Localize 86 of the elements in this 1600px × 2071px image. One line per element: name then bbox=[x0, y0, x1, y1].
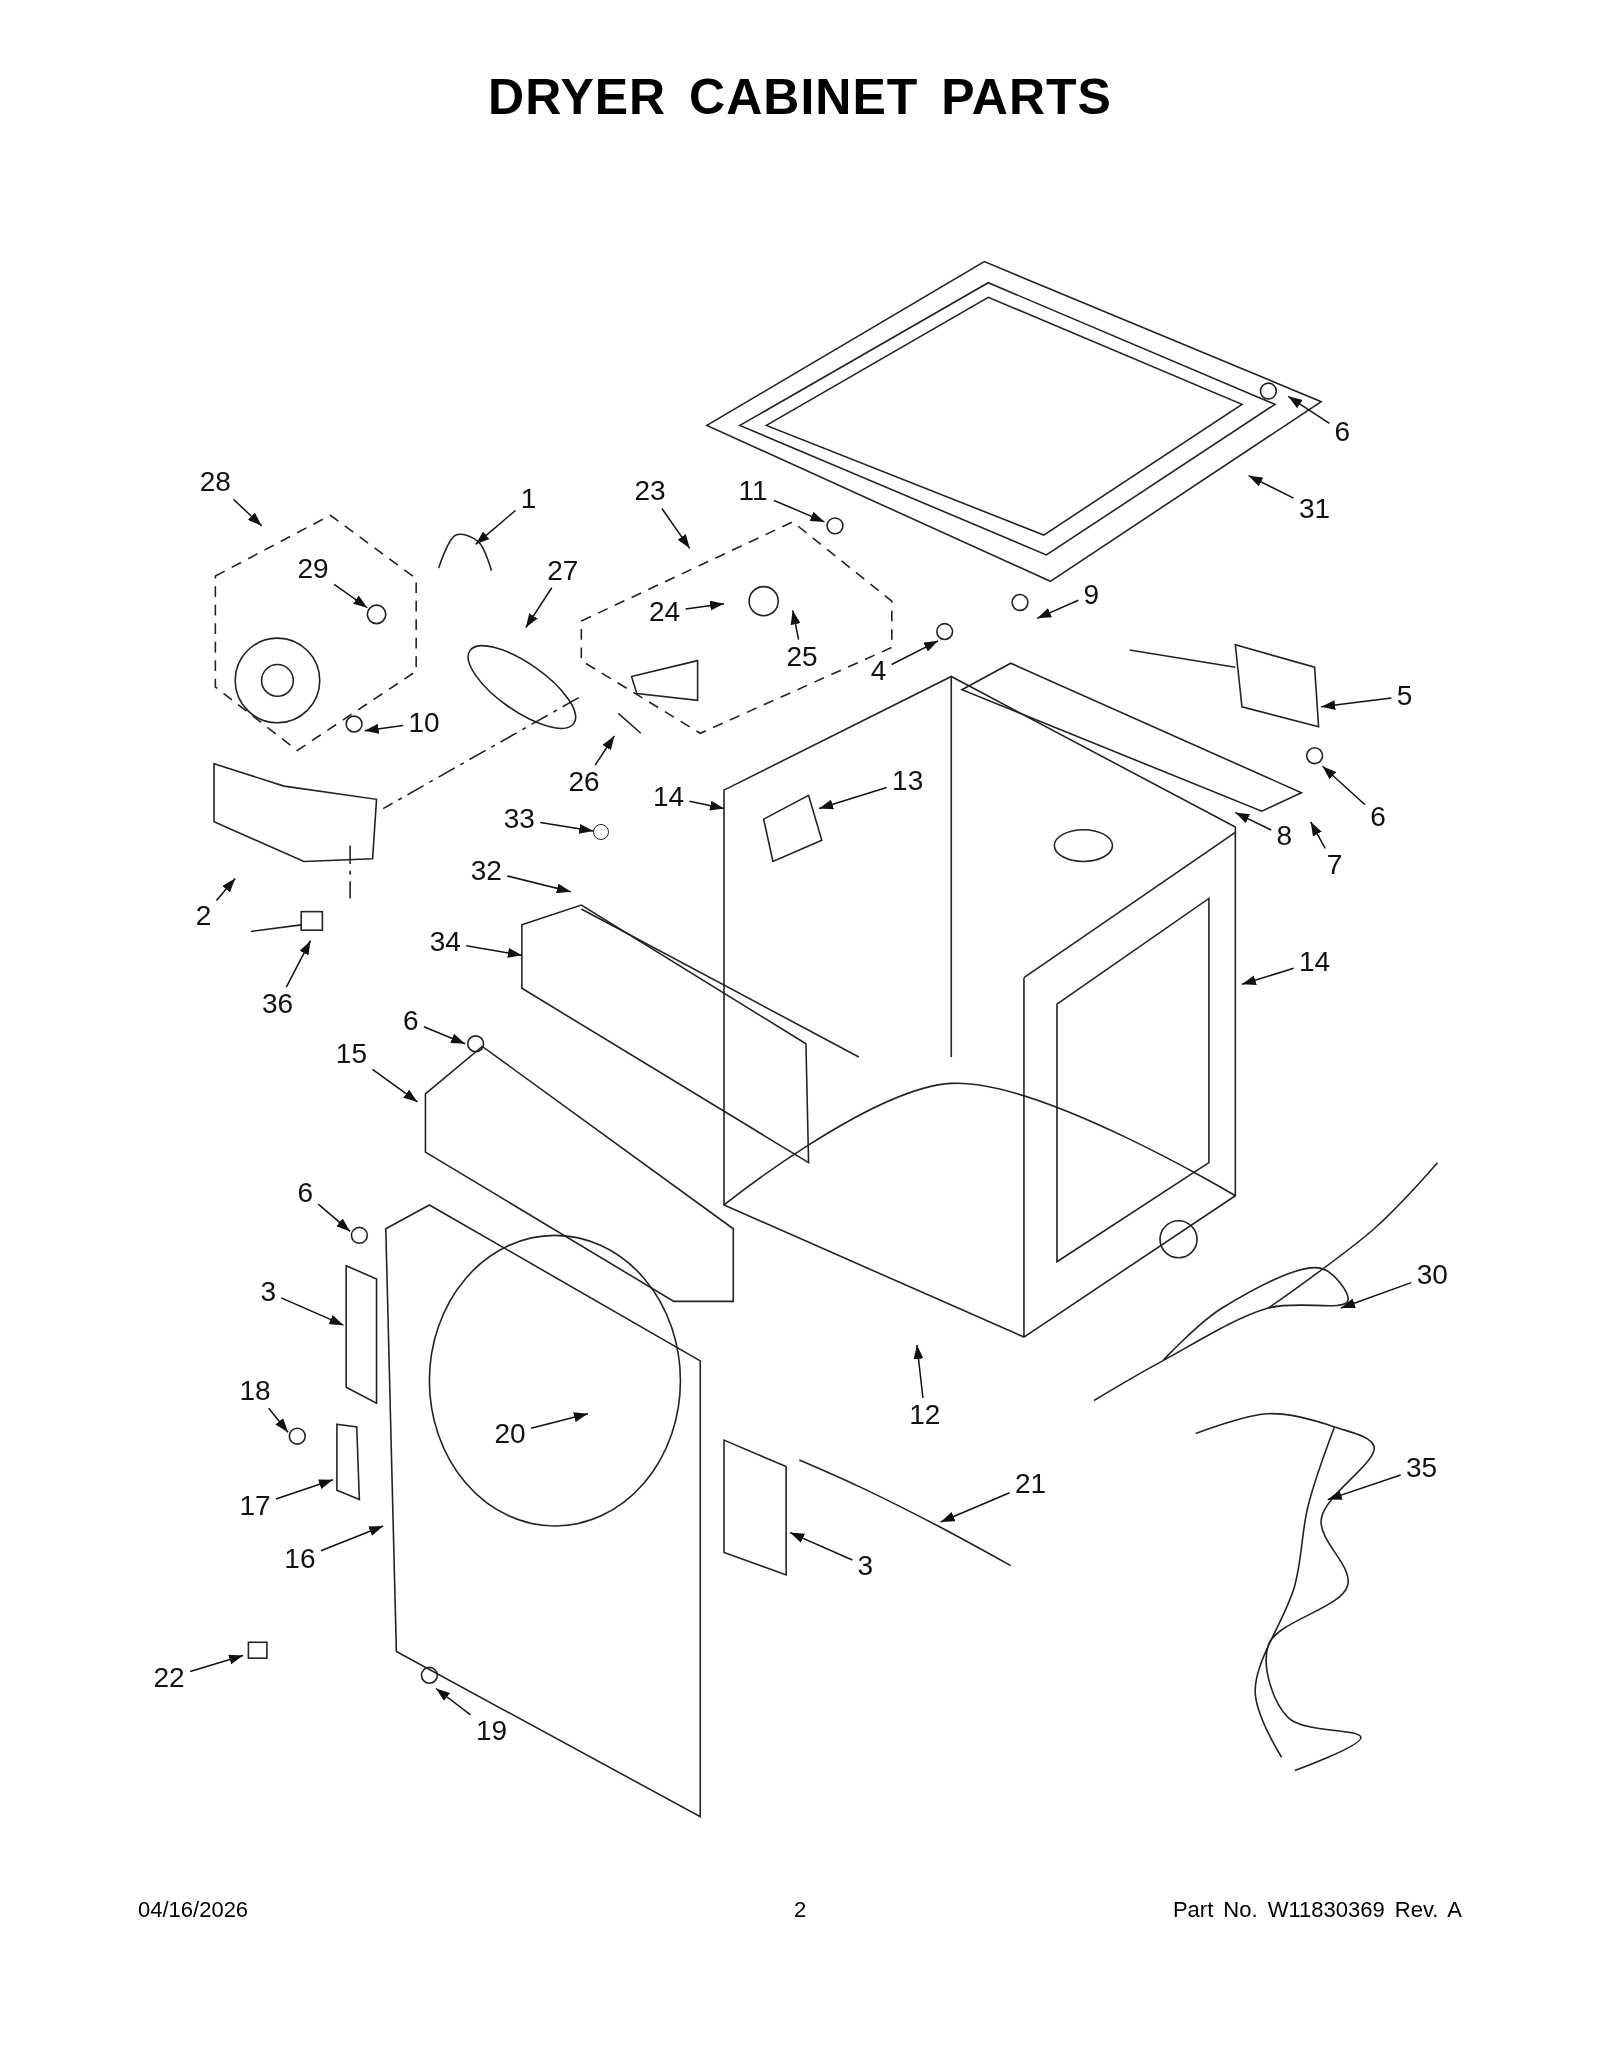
callout-number: 10 bbox=[405, 707, 444, 738]
callout-number: 16 bbox=[280, 1544, 319, 1575]
leader-line bbox=[371, 1068, 419, 1103]
callout-number: 27 bbox=[543, 555, 582, 586]
callout-number: 2 bbox=[192, 900, 215, 931]
callout-number: 33 bbox=[500, 804, 539, 835]
callout-number: 22 bbox=[150, 1662, 189, 1693]
leader-line bbox=[688, 800, 725, 811]
leader-line bbox=[506, 875, 572, 894]
leader-line bbox=[818, 786, 888, 810]
callout-number: 11 bbox=[734, 476, 773, 507]
callout-number: 3 bbox=[854, 1550, 877, 1581]
callout-number: 14 bbox=[649, 781, 688, 812]
leader-line bbox=[363, 723, 404, 734]
leader-line bbox=[1320, 697, 1393, 711]
leader-line bbox=[773, 499, 826, 523]
leader-line bbox=[1287, 395, 1331, 425]
leader-line bbox=[280, 1297, 345, 1326]
callout-number: 6 bbox=[1331, 417, 1354, 448]
leader-line bbox=[320, 1525, 384, 1552]
leader-line bbox=[890, 640, 939, 666]
page-number: 2 bbox=[793, 1897, 807, 1923]
callout-number: 19 bbox=[472, 1715, 511, 1746]
leader-line bbox=[530, 1412, 589, 1429]
leader-line bbox=[267, 1407, 289, 1433]
leader-line bbox=[1247, 474, 1295, 499]
leader-line bbox=[232, 498, 263, 527]
callout-number: 6 bbox=[1367, 801, 1390, 832]
leader-line bbox=[423, 1025, 466, 1045]
callout-number: 4 bbox=[867, 656, 890, 687]
leader-line bbox=[189, 1654, 244, 1673]
callout-number: 9 bbox=[1080, 579, 1103, 610]
leader-line bbox=[1321, 765, 1366, 806]
callout-number: 5 bbox=[1393, 681, 1416, 712]
callout-number: 8 bbox=[1273, 821, 1296, 852]
callout-number: 20 bbox=[491, 1418, 529, 1449]
part-number-text: Part No. W11830369 Rev. A bbox=[1172, 1897, 1462, 1923]
leader-line bbox=[525, 587, 553, 629]
callout-number: 36 bbox=[258, 989, 297, 1020]
diagram-title: DRYER CABINET PARTS bbox=[487, 68, 1113, 126]
callout-number: 21 bbox=[1011, 1468, 1050, 1499]
callout-number: 18 bbox=[236, 1376, 274, 1407]
leader-line bbox=[939, 1491, 1011, 1523]
leader-line bbox=[1036, 599, 1080, 620]
leader-line bbox=[474, 509, 517, 546]
leader-line bbox=[285, 939, 312, 988]
leader-line bbox=[539, 821, 594, 834]
leader-line bbox=[790, 609, 801, 641]
leader-line bbox=[913, 1344, 924, 1399]
leader-line bbox=[594, 735, 616, 766]
callout-number: 28 bbox=[196, 467, 235, 498]
callout-number: 13 bbox=[888, 765, 927, 796]
leader-line bbox=[684, 600, 725, 611]
callout-number: 12 bbox=[905, 1400, 944, 1430]
callout-number: 23 bbox=[631, 476, 670, 507]
leader-line bbox=[435, 1687, 472, 1716]
leader-line bbox=[317, 1203, 351, 1233]
callout-number: 3 bbox=[257, 1277, 280, 1308]
callout-number: 29 bbox=[294, 554, 333, 585]
leader-line bbox=[661, 507, 691, 550]
leader-line bbox=[465, 944, 523, 958]
leader-line bbox=[275, 1479, 334, 1500]
leader-line bbox=[1241, 967, 1295, 986]
callout-number: 15 bbox=[332, 1039, 371, 1070]
date-text: 04/16/2026 bbox=[138, 1897, 249, 1923]
callout-number: 34 bbox=[426, 927, 465, 958]
callout-number: 14 bbox=[1295, 946, 1334, 977]
leader-line bbox=[333, 583, 369, 609]
leader-line bbox=[1309, 821, 1326, 850]
leader-line bbox=[1340, 1281, 1412, 1309]
callout-number: 26 bbox=[564, 767, 603, 798]
callout-number: 25 bbox=[782, 641, 821, 672]
callout-number: 6 bbox=[399, 1006, 422, 1037]
callout-number: 6 bbox=[294, 1178, 317, 1209]
callout-number: 35 bbox=[1402, 1452, 1441, 1483]
callout-number: 30 bbox=[1413, 1259, 1452, 1290]
callout-number: 1 bbox=[517, 484, 540, 515]
leader-line bbox=[215, 877, 236, 902]
leader-line bbox=[1327, 1474, 1402, 1501]
leader-line bbox=[1234, 811, 1272, 831]
callout-number: 17 bbox=[236, 1491, 274, 1522]
callout-number: 7 bbox=[1323, 850, 1346, 881]
leader-line bbox=[789, 1531, 854, 1561]
callout-number: 32 bbox=[467, 855, 506, 886]
callout-number: 24 bbox=[645, 596, 684, 627]
callout-number: 31 bbox=[1295, 493, 1334, 524]
